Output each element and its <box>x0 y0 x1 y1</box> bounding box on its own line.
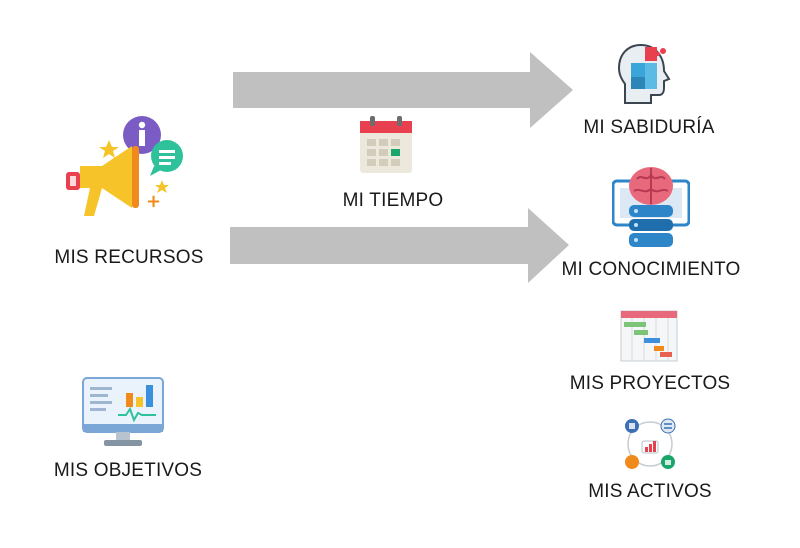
label-mi-tiempo: MI TIEMPO <box>342 190 444 211</box>
bottom-arrow <box>230 208 569 283</box>
label-mis-objetivos: MIS OBJETIVOS <box>53 460 203 481</box>
top-arrow <box>233 52 573 128</box>
brain-database-icon <box>612 167 690 247</box>
calendar-icon <box>360 116 412 173</box>
label-mi-sabiduria: MI SABIDURÍA <box>583 117 715 138</box>
label-mis-activos: MIS ACTIVOS <box>588 481 712 502</box>
monitor-chart-icon <box>82 377 164 446</box>
head-puzzle-icon <box>617 43 671 104</box>
gantt-chart-icon <box>620 310 678 362</box>
megaphone-icon: + <box>66 116 183 216</box>
label-mis-recursos: MIS RECURSOS <box>54 247 204 268</box>
label-mi-conocimiento: MI CONOCIMIENTO <box>561 259 741 280</box>
label-mis-proyectos: MIS PROYECTOS <box>569 373 731 394</box>
svg-text:+: + <box>146 191 161 212</box>
assets-network-icon <box>625 418 676 469</box>
